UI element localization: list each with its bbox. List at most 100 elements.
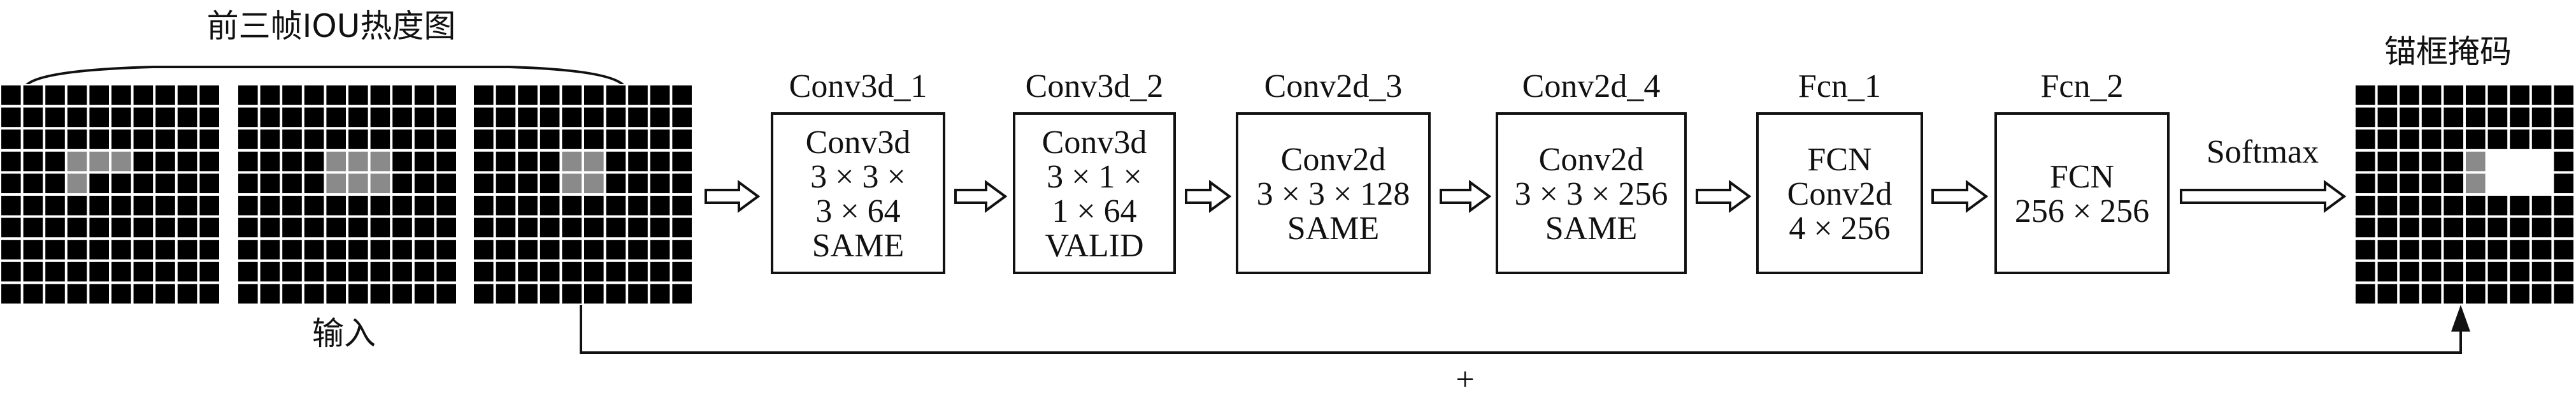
input-heatmap-3-cell	[496, 261, 516, 282]
input-heatmap-1-cell	[89, 217, 109, 238]
input-heatmap-3-cell	[672, 151, 692, 172]
input-heatmap-1-cell	[67, 173, 87, 193]
input-heatmap-1-cell	[133, 217, 154, 238]
input-heatmap-1-cell	[155, 196, 175, 216]
input-heatmap-2-cell	[414, 261, 434, 282]
output-mask-cell	[2400, 129, 2419, 149]
input-heatmap-2-cell	[414, 196, 434, 216]
input-heatmap-2-cell	[370, 196, 390, 216]
output-mask-cell	[2377, 129, 2398, 149]
input-heatmap-3-cell	[540, 240, 560, 260]
output-mask-cell	[2421, 107, 2442, 128]
input-heatmap-3-cell	[562, 261, 582, 282]
input-heatmap-3-cell	[562, 151, 582, 172]
input-heatmap-1-cell	[155, 173, 175, 193]
input-heatmap-2-cell	[436, 261, 456, 282]
input-heatmap-2-cell	[260, 85, 280, 105]
input-heatmap-1-cell	[133, 196, 154, 216]
input-heatmap-2-cell	[392, 240, 412, 260]
input-heatmap-1-cell	[155, 85, 175, 105]
output-mask-cell	[2466, 217, 2486, 238]
input-heatmap-2-cell	[414, 107, 434, 128]
output-mask-cell	[2377, 217, 2398, 238]
output-mask-cell	[2421, 151, 2442, 172]
input-heatmap-1-cell	[23, 284, 43, 304]
output-mask-cell	[2444, 85, 2463, 105]
input-heatmap-3-cell	[628, 85, 648, 105]
input-heatmap-2-cell	[282, 261, 302, 282]
output-mask-cell	[2466, 85, 2486, 105]
input-heatmap-3-cell	[650, 261, 670, 282]
input-heatmap-2-cell	[392, 196, 412, 216]
input-heatmap-1-cell	[111, 196, 131, 216]
input-heatmap-1-cell	[199, 284, 219, 304]
input-heatmap-3-cell	[606, 129, 626, 149]
output-mask-cell	[2531, 85, 2552, 105]
input-heatmap-2-cell	[348, 284, 368, 304]
input-heatmap-1-cell	[133, 261, 154, 282]
output-mask-cell	[2554, 217, 2573, 238]
output-mask-cell	[2356, 217, 2375, 238]
output-mask-cell	[2466, 240, 2486, 260]
input-heatmap-2-cell	[304, 107, 324, 128]
input-heatmap-3-cell	[562, 129, 582, 149]
input-heatmap-3-cell	[628, 284, 648, 304]
output-mask-cell	[2466, 196, 2486, 216]
layer-title: Conv2d_3	[1264, 68, 1403, 105]
input-heatmap-3-cell	[518, 129, 538, 149]
input-heatmap-3-cell	[518, 85, 538, 105]
input-heatmap-1-cell	[1, 173, 21, 193]
input-heatmap-1-cell	[1, 85, 21, 105]
output-mask-cell	[2510, 107, 2529, 128]
output-mask-cell	[2531, 129, 2552, 149]
output-mask-cell	[2400, 151, 2419, 172]
input-heatmap-3-cell	[562, 173, 582, 193]
input-heatmap-2-cell	[326, 240, 346, 260]
input-heatmap-2-cell	[392, 173, 412, 193]
input-heatmap-3-cell	[474, 85, 494, 105]
layer-spec-line: 3 × 3 ×	[810, 159, 906, 195]
input-heatmap-1-cell	[155, 284, 175, 304]
input-heatmap-3-cell	[496, 129, 516, 149]
input-heatmap-2-cell	[414, 217, 434, 238]
input-heatmap-2-cell	[304, 173, 324, 193]
input-heatmap-3-cell	[562, 196, 582, 216]
layer-box	[1013, 112, 1176, 274]
output-mask-cell	[2487, 261, 2508, 282]
input-heatmap-2-cell	[304, 240, 324, 260]
input-heatmap-2-cell	[436, 85, 456, 105]
input-heatmap-2-cell	[392, 107, 412, 128]
input-heatmap-3-cell	[540, 85, 560, 105]
input-heatmap-2-cell	[238, 107, 258, 128]
input-heatmap-2-cell	[436, 107, 456, 128]
input-heatmap-2-cell	[326, 85, 346, 105]
input-heatmap-2-cell	[326, 173, 346, 193]
layer-spec-line: Conv2d	[1787, 176, 1893, 212]
input-heatmap-2-cell	[414, 129, 434, 149]
output-mask-cell	[2356, 129, 2375, 149]
arrow-input-to-conv3d-1	[705, 180, 761, 213]
input-heatmap-2-cell	[238, 151, 258, 172]
input-heatmap-2-cell	[260, 129, 280, 149]
input-heatmap-2-cell	[282, 151, 302, 172]
output-mask-cell	[2554, 107, 2573, 128]
input-heatmap-2-cell	[238, 129, 258, 149]
input-heatmap-3-cell	[650, 284, 670, 304]
input-heatmap-2-cell	[304, 196, 324, 216]
input-heatmap-2-cell	[348, 196, 368, 216]
output-mask-cell	[2510, 129, 2529, 149]
input-heatmap-3-cell	[672, 261, 692, 282]
input-heatmap-3-cell	[540, 151, 560, 172]
input-heatmap-1-cell	[111, 173, 131, 193]
input-heatmap-2-cell	[238, 240, 258, 260]
input-heatmap-1-cell	[155, 240, 175, 260]
input-heatmap-1-cell	[177, 196, 197, 216]
input-heatmap-1-cell	[133, 107, 154, 128]
input-heatmap-3-cell	[474, 217, 494, 238]
output-mask-cell	[2400, 196, 2419, 216]
input-heatmap-3-cell	[606, 173, 626, 193]
input-heatmap-3-cell	[650, 196, 670, 216]
output-mask-cell	[2487, 173, 2508, 193]
output-mask-cell	[2356, 107, 2375, 128]
